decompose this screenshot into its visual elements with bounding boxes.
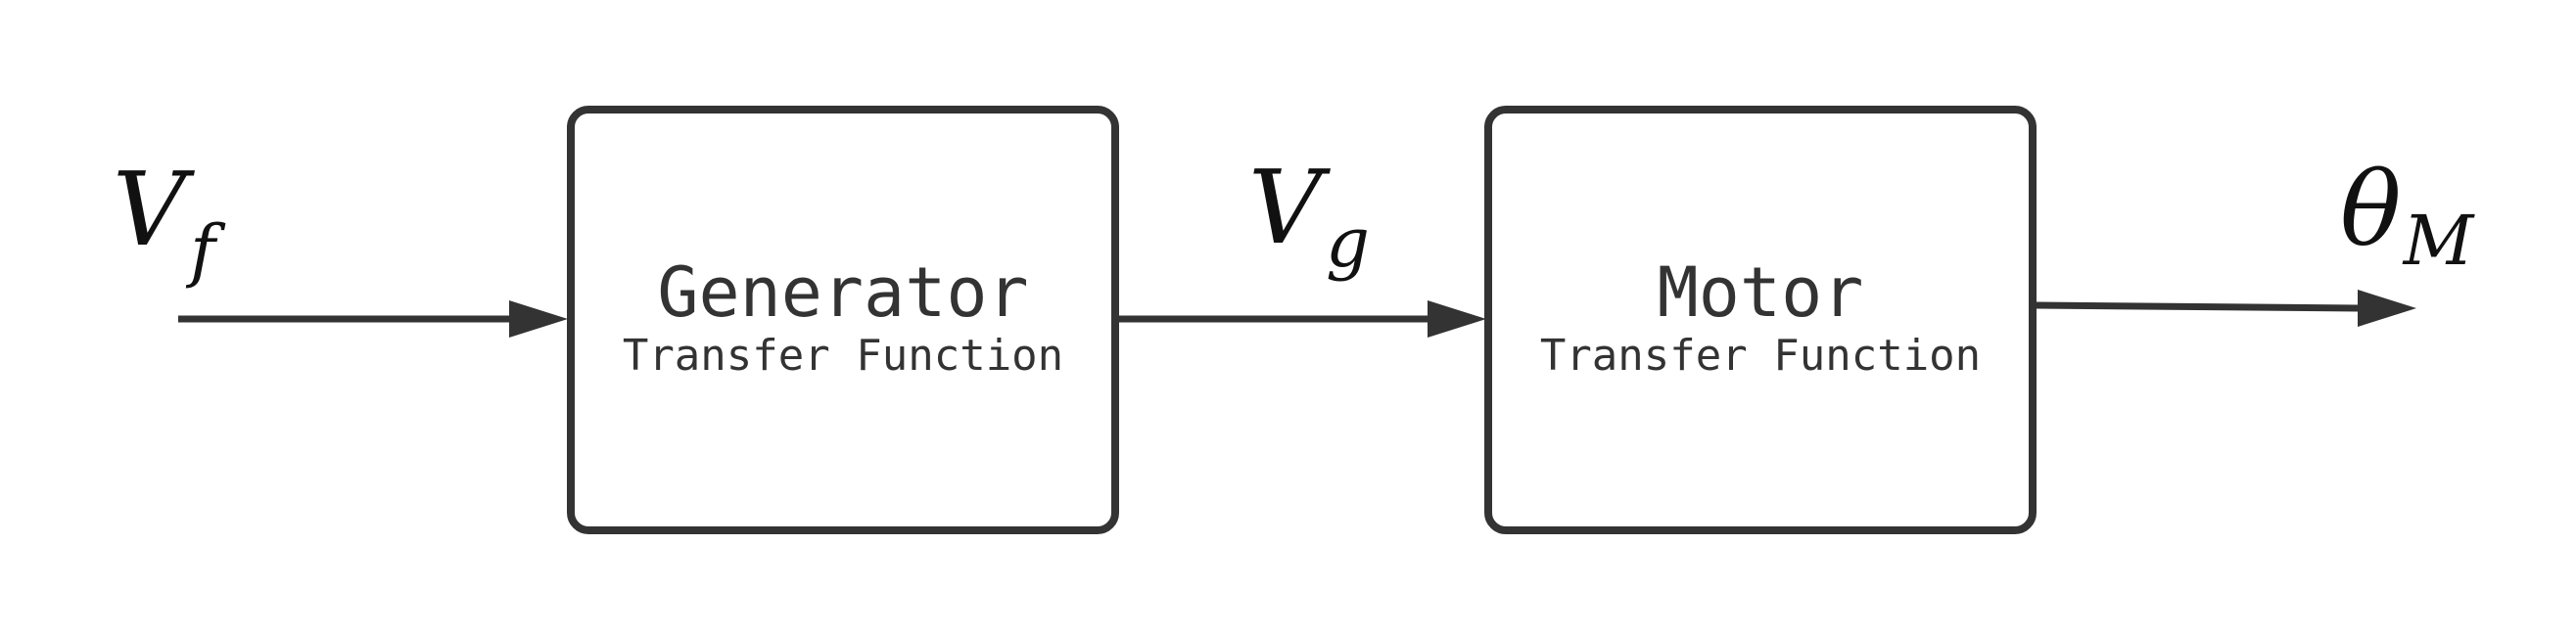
generator-block: Generator Transfer Function bbox=[567, 106, 1119, 534]
generator-subtitle: Transfer Function bbox=[623, 331, 1063, 381]
output-arrow-head bbox=[2358, 290, 2416, 327]
middle-arrow-head bbox=[1428, 300, 1486, 338]
generator-title: Generator bbox=[657, 252, 1028, 333]
input-signal-symbol: V bbox=[113, 150, 195, 269]
input-signal-label: Vf bbox=[113, 150, 226, 291]
input-signal-subscript: f bbox=[185, 210, 226, 291]
input-arrow-head bbox=[509, 300, 568, 338]
motor-box bbox=[1484, 106, 2037, 534]
output-arrow bbox=[2036, 290, 2416, 327]
intermediate-signal-symbol: V bbox=[1248, 148, 1331, 267]
middle-arrow bbox=[1119, 300, 1486, 338]
output-signal-subscript: M bbox=[2402, 201, 2476, 281]
output-arrow-line bbox=[2036, 301, 2361, 312]
output-signal-symbol: θ bbox=[2340, 150, 2402, 269]
generator-box bbox=[567, 106, 1119, 534]
intermediate-signal-subscript: g bbox=[1326, 203, 1370, 283]
motor-title: Motor bbox=[1658, 252, 1864, 333]
input-arrow bbox=[178, 300, 568, 338]
output-signal-label: θM bbox=[2340, 150, 2476, 281]
motor-block: Motor Transfer Function bbox=[1484, 106, 2037, 534]
intermediate-signal-label: Vg bbox=[1248, 148, 1370, 283]
motor-subtitle: Transfer Function bbox=[1540, 331, 1981, 381]
